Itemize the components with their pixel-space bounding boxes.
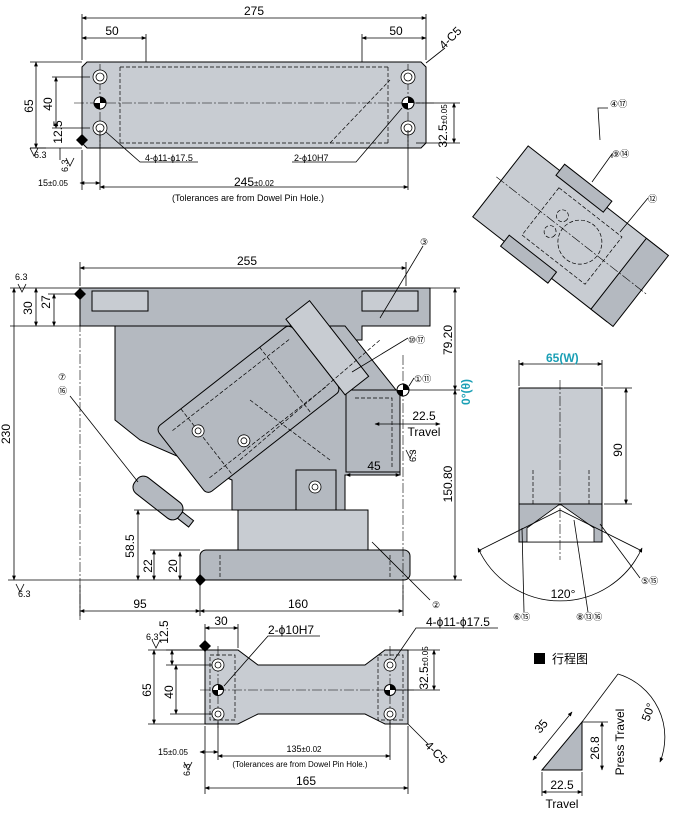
side-body: [518, 387, 603, 505]
front-part-7: ⑦: [58, 372, 66, 382]
front-travel-value: 22.5: [412, 409, 436, 423]
top-edge-offset: 12.5: [51, 120, 65, 144]
front-top-width: 255: [237, 254, 257, 268]
front-part-3: ③: [420, 237, 428, 247]
front-view: 255 6.3: [0, 237, 473, 620]
top-right-step: 50: [389, 24, 403, 38]
bottom-chamfer: 4-C5: [422, 738, 451, 767]
top-tolerance-note: (Tolerances are from Dowel Pin Hole.): [172, 193, 324, 203]
top-overall-width: 275: [244, 4, 264, 18]
top-dowel-label: 2-ϕ10H7: [294, 153, 329, 163]
side-view: 65(W) 90 120° ⑤⑮ ⑥⑮ ⑧⑬⑯: [477, 351, 658, 622]
stroke-travel: Travel: [546, 797, 579, 811]
top-plate: [81, 61, 427, 149]
front-travel-label: Travel: [408, 425, 441, 439]
stroke-vertical: 26.8: [588, 736, 602, 760]
front-dim-22: 22: [141, 559, 155, 573]
bottom-edge-x: 15±0.05: [158, 747, 189, 757]
iso-part-12: ⑫: [648, 194, 657, 204]
front-side-bolt: [132, 475, 195, 528]
stroke-title: 行程图: [552, 651, 588, 666]
top-edge-x: 15±0.05: [38, 178, 69, 188]
bottom-pitch: 40: [162, 685, 176, 699]
top-roughness-a: 6.3: [34, 150, 47, 160]
bottom-dim-12-5: 12.5: [157, 620, 171, 644]
top-dowel-hole: [401, 96, 415, 110]
front-cam-block: [345, 389, 401, 473]
iso-part-9-14: ⑨⑭: [612, 149, 629, 159]
side-part-6-15: ⑥⑮: [513, 612, 530, 622]
top-holes-label: 4-ϕ11-ϕ17.5: [145, 153, 193, 163]
bottom-plate: [204, 649, 409, 725]
bottom-offset: 32.5±0.05: [417, 646, 431, 690]
bottom-overall: 165: [296, 774, 316, 788]
stroke-triangle: [540, 720, 583, 771]
front-part-2: ②: [432, 600, 440, 610]
front-dim-160: 160: [288, 597, 308, 611]
bottom-view: 6.3 12.5 30 2-ϕ10H7 4-ϕ11-ϕ17.5 65 40 32…: [140, 614, 498, 794]
bottom-rough-b: 6.3: [182, 763, 192, 776]
front-dim-58-5: 58.5: [123, 534, 137, 558]
front-rough-mid: 6.3: [408, 449, 418, 462]
side-height: 90: [611, 443, 625, 457]
stroke-angle: 50°: [639, 701, 658, 723]
front-base-plate: [199, 549, 411, 581]
front-part-10-17: ⑩⑰: [408, 335, 425, 345]
top-chamfer-label: 4-C5: [436, 24, 465, 53]
bottom-dim-30: 30: [214, 614, 228, 628]
top-dowel-hole: [93, 96, 107, 110]
top-dowel-span: 245±0.02: [234, 175, 275, 189]
front-cam-slider: [157, 299, 370, 493]
bottom-tolerance-note: (Tolerances are from Dowel Pin Hole.): [232, 760, 367, 769]
front-rough-bottom: 6.3: [18, 589, 31, 599]
iso-part-4-17: ④⑰: [610, 99, 627, 109]
top-offset-right: 32.5±0.05: [436, 104, 450, 148]
stroke-horizontal: 22.5: [550, 778, 574, 792]
front-datum-mark: [396, 383, 410, 397]
bottom-dowel-label: 2-ϕ10H7: [268, 623, 314, 637]
stroke-press-travel: Press Travel: [613, 709, 627, 776]
bottom-dowel-hole: [212, 684, 224, 696]
side-part-5-15: ⑤⑮: [641, 576, 658, 586]
front-part-1-11: ①⑪: [414, 374, 431, 384]
front-flange-27: 27: [39, 295, 53, 309]
top-pitch: 40: [41, 97, 55, 111]
stroke-hyp: 35: [532, 716, 552, 735]
bottom-holes-label: 4-ϕ11-ϕ17.5: [426, 615, 490, 629]
front-overall-height: 230: [0, 424, 13, 444]
top-roughness-b: 6.3: [60, 159, 70, 172]
bottom-dowel-span: 135±0.02: [287, 744, 323, 754]
bottom-dowel-hole: [384, 684, 396, 696]
bottom-rough-a: 6.3: [146, 632, 159, 642]
top-view: 275 50 50 4-C5 65: [22, 4, 465, 203]
top-height: 65: [22, 99, 36, 113]
stroke-diagram: 行程图 35 26.8 Press Travel 50° 22.5 Travel: [532, 651, 666, 811]
side-angle: 120°: [551, 587, 576, 601]
front-dim-45: 45: [367, 459, 381, 473]
front-dim-79-20: 79.20: [441, 325, 455, 355]
iso-view: ④⑰ ⑨⑭ ⑫: [472, 99, 670, 328]
front-part-16: ⑯: [58, 386, 67, 396]
top-left-step: 50: [105, 24, 119, 38]
front-dim-20: 20: [166, 559, 180, 573]
bottom-height: 65: [140, 683, 154, 697]
side-width: 65(W): [546, 351, 579, 365]
legend-square: [534, 653, 545, 664]
front-dim-150-80: 150.80: [441, 465, 455, 502]
front-dim-95: 95: [133, 597, 147, 611]
front-rough-top: 6.3: [15, 272, 28, 282]
front-flange-30: 30: [21, 301, 35, 315]
front-angle-label: 0°(θ): [459, 379, 473, 405]
side-part-8-13-16: ⑧⑬⑯: [576, 612, 602, 622]
